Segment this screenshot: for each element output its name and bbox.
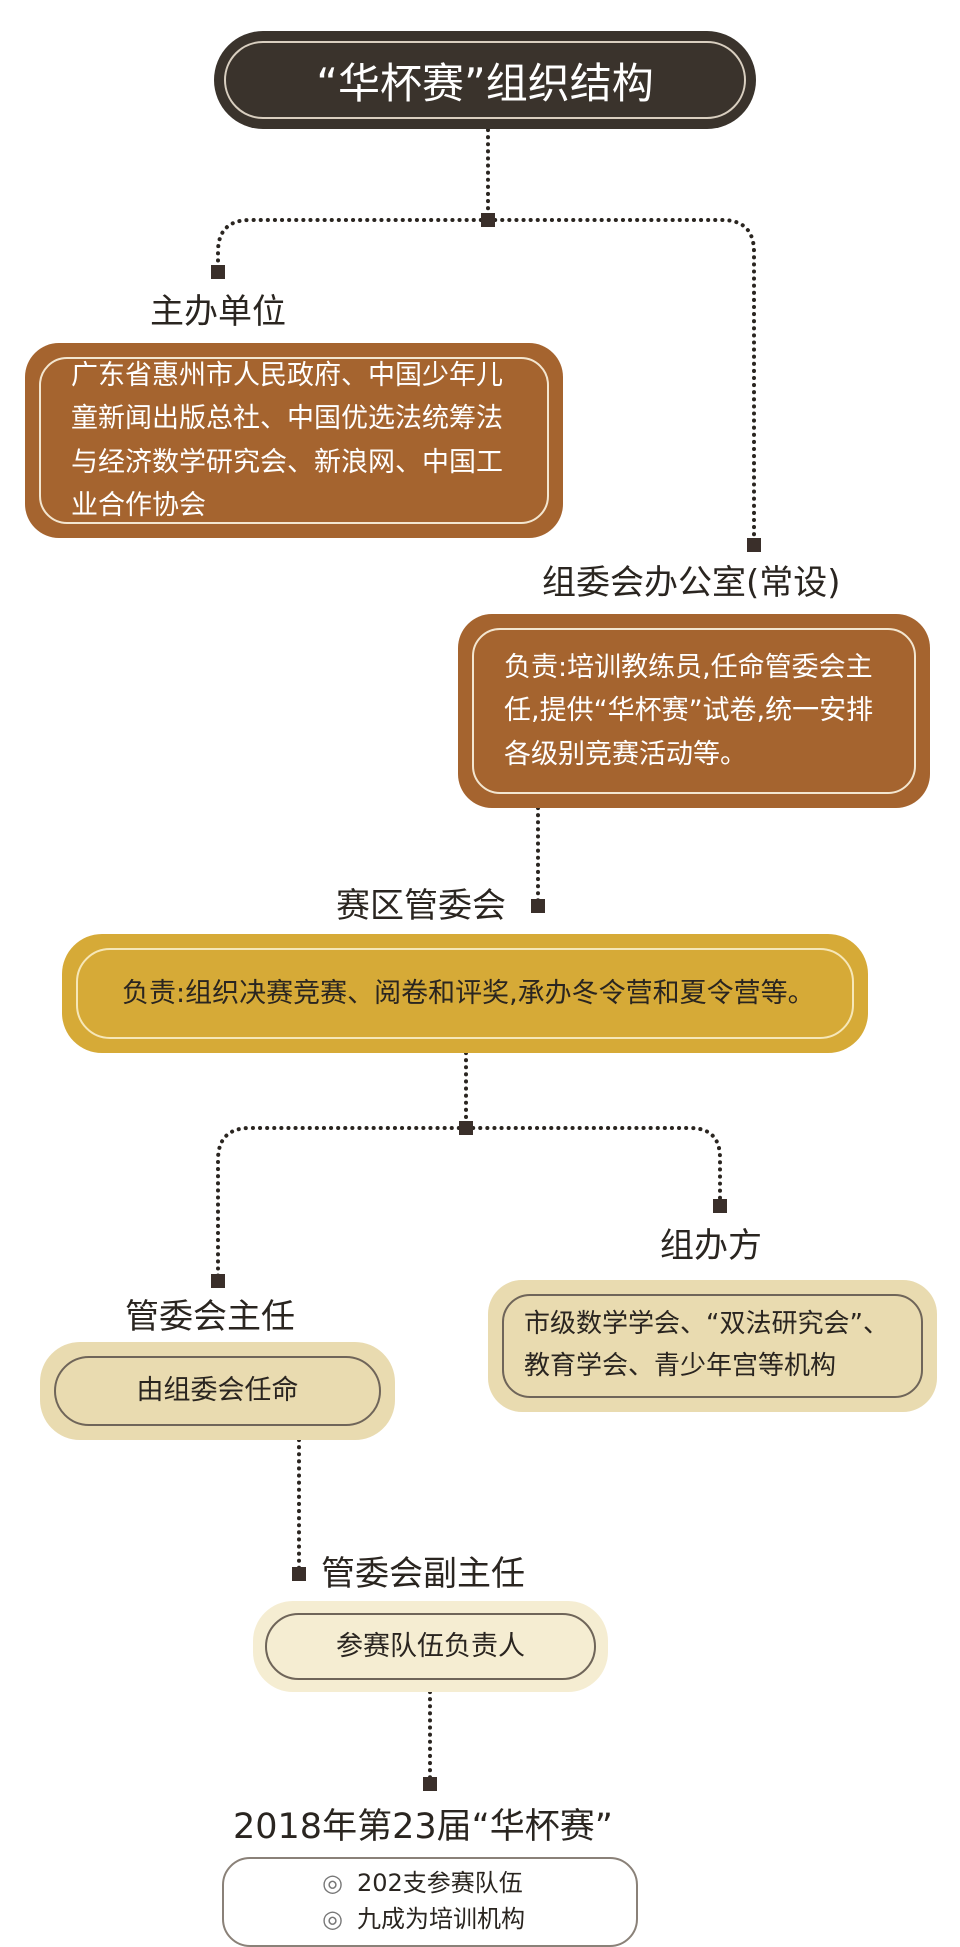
committee-text: 负责:组织决赛竞赛、阅卷和评奖,承办冬令营和夏令营等。 — [122, 977, 815, 1009]
committee-box: 负责:组织决赛竞赛、阅卷和评奖,承办冬令营和夏令营等。 — [62, 934, 868, 1053]
summary-item: ◎202支参赛队伍 — [322, 1869, 523, 1897]
summary-label: 2018年第23届“华杯赛” — [233, 1807, 613, 1847]
bullet-circle-icon: ◎ — [322, 1869, 343, 1897]
page-title: “华杯赛”组织结构 — [316, 58, 654, 108]
title-box: “华杯赛”组织结构 — [214, 31, 756, 129]
organizer-label: 组办方 — [660, 1226, 762, 1266]
node-marker — [481, 213, 495, 227]
host-label: 主办单位 — [150, 292, 286, 332]
summary-list: ◎202支参赛队伍 ◎九成为培训机构 — [322, 1865, 525, 1937]
connector-to-director — [216, 1126, 468, 1283]
director-text: 由组委会任命 — [136, 1375, 299, 1407]
organizer-box: 市级数学学会、“双法研究会”、教育学会、青少年宫等机构 — [488, 1280, 937, 1412]
office-text: 负责:培训教练员,任命管委会主任,提供“华杯赛”试卷,统一安排各级别竞赛活动等。 — [504, 652, 874, 770]
director-box: 由组委会任命 — [40, 1342, 395, 1440]
office-label: 组委会办公室(常设) — [542, 563, 841, 603]
node-marker — [459, 1121, 473, 1135]
connector-to-office — [486, 218, 756, 547]
node-marker — [747, 538, 761, 552]
summary-item: ◎九成为培训机构 — [322, 1905, 525, 1933]
host-text: 广东省惠州市人民政府、中国少年儿童新闻出版总社、中国优选法统筹法与经济数学研究会… — [71, 360, 503, 521]
office-box: 负责:培训教练员,任命管委会主任,提供“华杯赛”试卷,统一安排各级别竞赛活动等。 — [458, 614, 930, 808]
vice-director-text: 参赛队伍负责人 — [336, 1630, 525, 1662]
bullet-circle-icon: ◎ — [322, 1905, 343, 1933]
host-box: 广东省惠州市人民政府、中国少年儿童新闻出版总社、中国优选法统筹法与经济数学研究会… — [25, 343, 563, 538]
vice-director-box: 参赛队伍负责人 — [253, 1601, 608, 1692]
connector-to-organizer — [464, 1126, 722, 1208]
organizer-text: 市级数学学会、“双法研究会”、教育学会、青少年宫等机构 — [524, 1309, 889, 1381]
node-marker — [211, 1274, 225, 1288]
node-marker — [423, 1777, 437, 1791]
node-marker — [211, 265, 225, 279]
connector-to-host — [216, 218, 490, 274]
committee-label: 赛区管委会 — [336, 886, 506, 926]
node-marker — [531, 899, 545, 913]
node-marker — [292, 1567, 306, 1581]
director-label: 管委会主任 — [125, 1297, 295, 1337]
summary-box: ◎202支参赛队伍 ◎九成为培训机构 — [222, 1857, 638, 1947]
vice-director-label: 管委会副主任 — [321, 1554, 525, 1594]
node-marker — [713, 1199, 727, 1213]
